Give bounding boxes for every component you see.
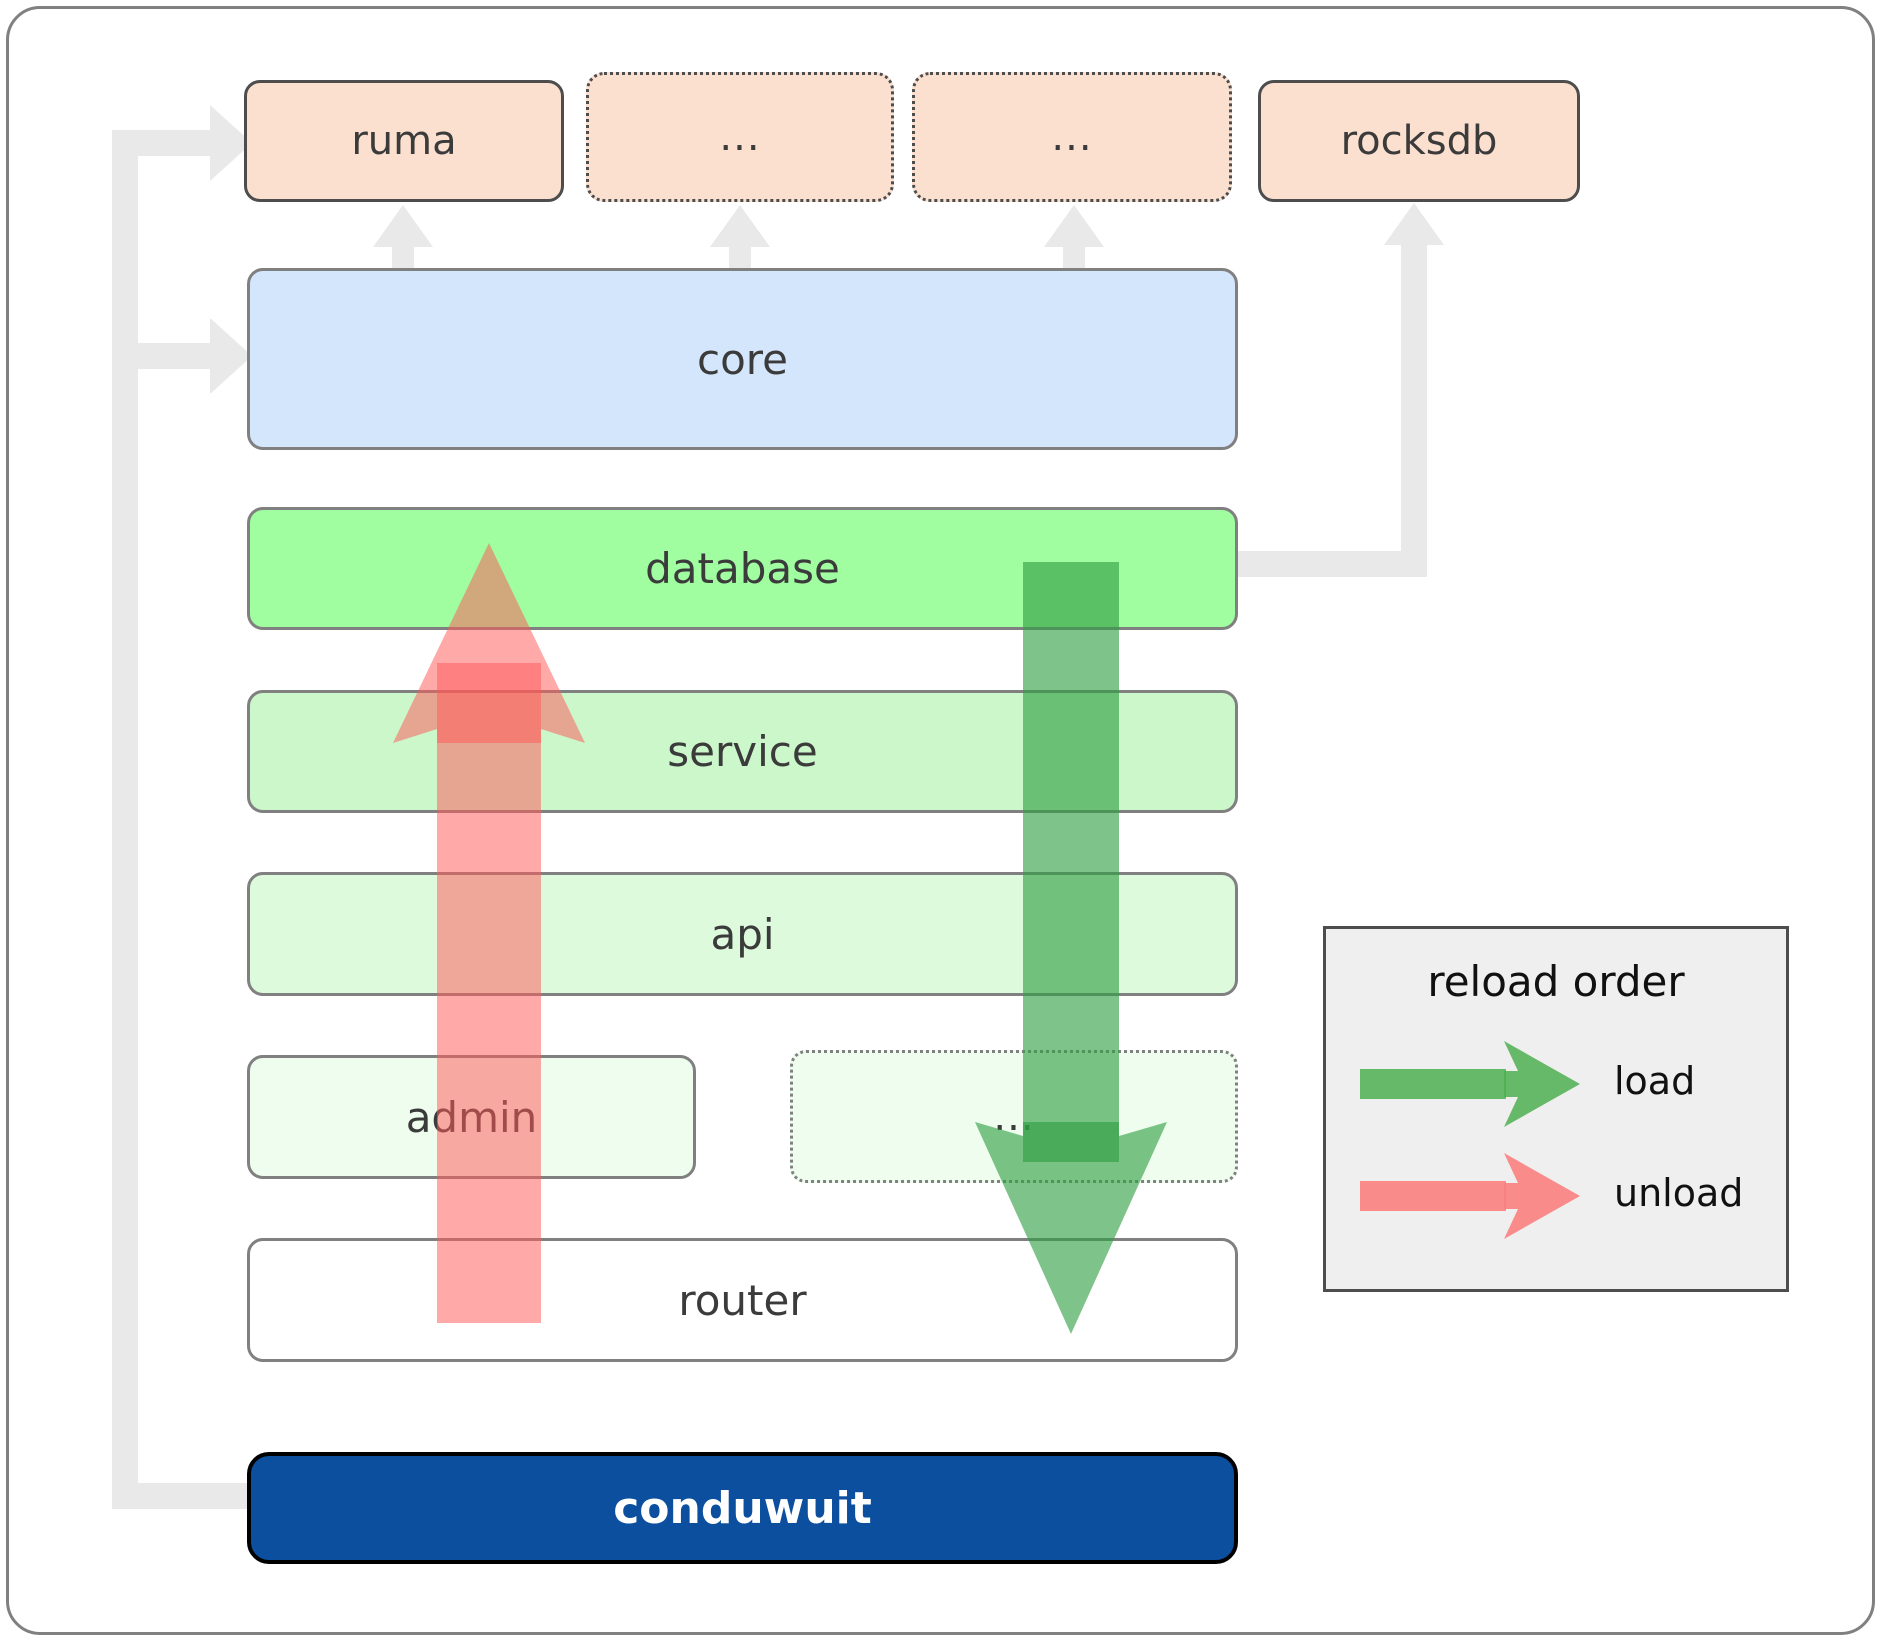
legend-unload-label: unload xyxy=(1614,1171,1744,1215)
connector-to-ruma-shaft xyxy=(112,130,228,156)
crate-box-ellipsis-1[interactable]: ... xyxy=(586,72,894,202)
connector-database-to-rocksdb-vertical xyxy=(1401,238,1427,577)
layer-box-service[interactable]: service xyxy=(247,690,1238,813)
connector-to-core-shaft xyxy=(112,343,228,369)
layer-box-ellipsis-3[interactable]: ... xyxy=(790,1050,1238,1183)
legend-unload-arrow-icon xyxy=(1360,1153,1580,1239)
connector-core-to-ellipsis2-arrowhead xyxy=(1044,205,1104,247)
diagram-frame xyxy=(6,6,1875,1635)
connector-core-to-ellipsis1-arrowhead xyxy=(710,205,770,247)
crate-label-ellipsis-1: ... xyxy=(719,114,761,160)
layer-label-api: api xyxy=(710,909,775,959)
legend-panel: reload order load unload xyxy=(1323,926,1789,1292)
layer-box-admin[interactable]: admin xyxy=(247,1055,696,1179)
root-box-conduwuit[interactable]: conduwuit xyxy=(247,1452,1238,1564)
connector-database-to-rocksdb-horizontal xyxy=(1232,551,1427,577)
layer-label-ellipsis-3: ... xyxy=(993,1093,1035,1140)
layer-label-router: router xyxy=(678,1275,807,1325)
crate-box-rocksdb[interactable]: rocksdb xyxy=(1258,80,1580,202)
legend-title: reload order xyxy=(1427,957,1685,1006)
legend-load-label: load xyxy=(1614,1059,1696,1103)
layer-label-database: database xyxy=(645,544,840,593)
crate-label-ruma: ruma xyxy=(351,118,457,164)
layer-label-admin: admin xyxy=(405,1092,538,1142)
connector-trunk-to-conduwuit xyxy=(112,1483,250,1509)
connector-trunk-vertical xyxy=(112,130,138,1509)
layer-label-core: core xyxy=(697,334,788,384)
connector-core-to-ruma-arrowhead xyxy=(373,205,433,247)
crate-box-ellipsis-2[interactable]: ... xyxy=(912,72,1232,202)
layer-label-service: service xyxy=(667,727,818,776)
crate-label-ellipsis-2: ... xyxy=(1051,114,1093,160)
layer-box-database[interactable]: database xyxy=(247,507,1238,630)
layer-box-core[interactable]: core xyxy=(247,268,1238,450)
crate-box-ruma[interactable]: ruma xyxy=(244,80,564,202)
root-label-conduwuit: conduwuit xyxy=(613,1482,872,1534)
layer-box-router[interactable]: router xyxy=(247,1238,1238,1362)
connector-database-to-rocksdb-arrowhead xyxy=(1384,203,1444,245)
layer-box-api[interactable]: api xyxy=(247,872,1238,996)
legend-load-arrow-icon xyxy=(1360,1041,1580,1127)
connector-to-core-arrowhead xyxy=(210,318,252,394)
crate-label-rocksdb: rocksdb xyxy=(1340,118,1498,164)
